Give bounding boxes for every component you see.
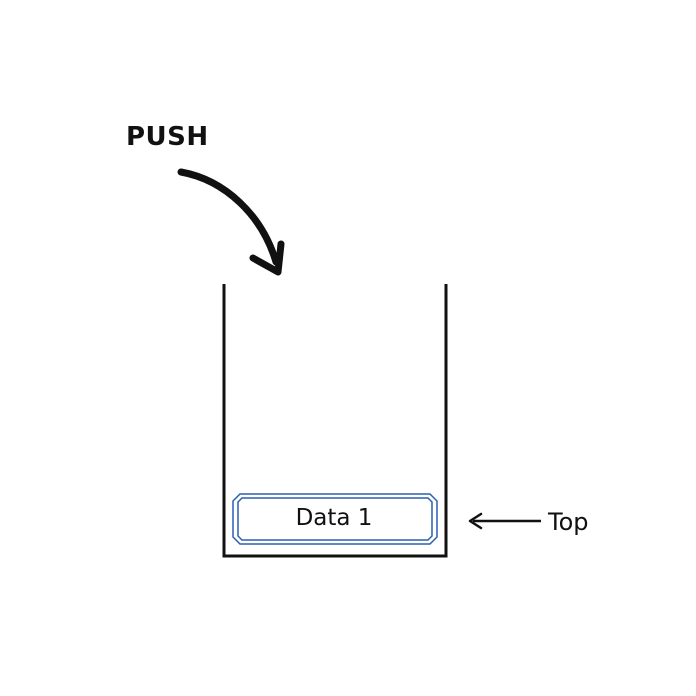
- stack-item-data-1: [232, 493, 438, 545]
- stack-container: [222, 284, 448, 558]
- arrow-left-icon: [468, 512, 541, 530]
- top-pointer-label: Top: [548, 508, 589, 536]
- curved-arrow-down-icon: [177, 168, 285, 276]
- push-label: PUSH: [126, 122, 209, 152]
- stack-item-label: Data 1: [295, 505, 373, 531]
